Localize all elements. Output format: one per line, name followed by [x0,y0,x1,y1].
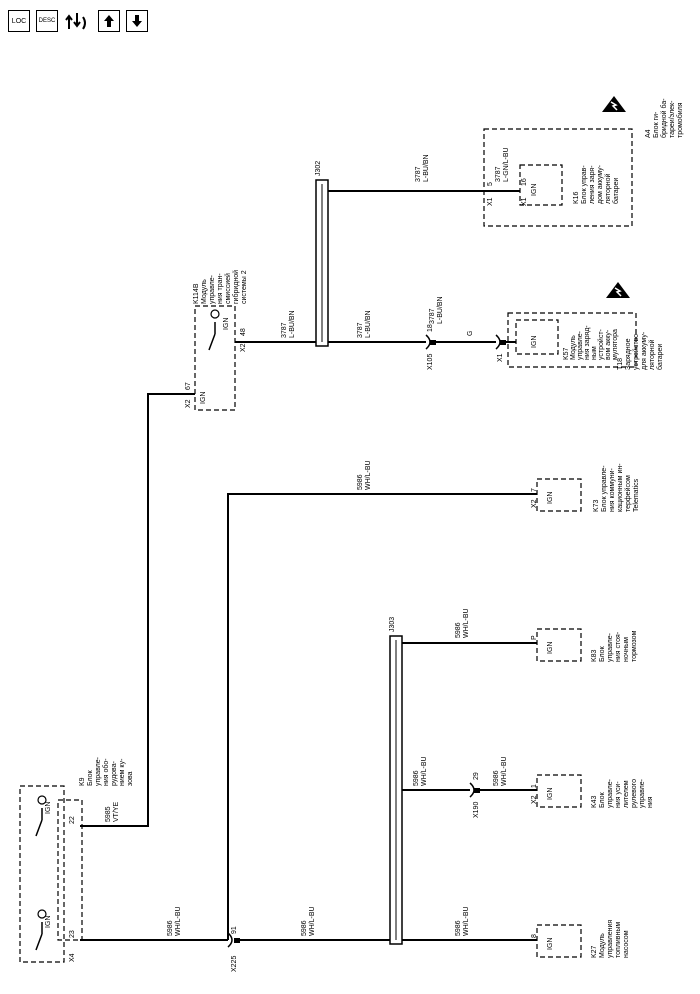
k114b-ign-1: IGN [223,318,230,330]
j303-label: J303 [389,617,396,632]
wire-label-5986-k27: 5986WH/L-BU [455,906,470,936]
wire-label-5986-k73: 5986WH/L-BU [357,460,372,490]
wire-label-3787-t18: 3787L-BU/BN [429,296,444,324]
k114b-label: K114B Модуль управле- ния тран- смиссией… [193,268,248,304]
k114b-x2-a: X2 [185,399,192,408]
toolbar: LOC DESC [8,6,148,36]
k27-box [536,924,582,958]
k43-pin-1: 1 [531,784,538,788]
k43-x2: X2 [531,795,538,804]
k9-ign-1: IGN [45,916,52,928]
k73-x2: X2 [531,499,538,508]
wire-5985 [80,393,195,827]
x105-pin-18: 18 [427,324,434,332]
arrow-down-icon[interactable] [126,10,148,32]
k9-ign-2: IGN [45,802,52,814]
wire-label-3787-k114b: 3787L-BU/BN [281,310,296,338]
x190-label: X190 [473,802,480,818]
desc-button-label: DESC [38,18,56,24]
loc-button-label: LOC [11,17,27,25]
k9-switch-1 [35,922,43,951]
a4-x1: X1 [487,197,494,206]
k43-box [536,774,582,808]
k73-pin-7: 7 [531,488,538,492]
power-icon-1 [37,909,47,919]
x190-connector [469,782,475,798]
k57-box [515,319,559,355]
x225-connector [227,932,233,948]
j302-label: J302 [315,161,322,176]
t18-label: T18 Зарядное устройство для аккуму- лято… [617,330,664,370]
k9-switch-2 [35,808,43,837]
high-voltage-icon-a4 [602,96,626,112]
k43-label: K43 Блок управле- ния уси- лителем рулев… [591,777,654,808]
wire-label-5986-k9: 5986WH/L-BU [167,906,182,936]
k9-label: K9 Блок управле- ния обо- рудова- нием к… [79,755,134,786]
k9-pin-23: 23 [69,930,76,938]
x105-connector [425,334,431,350]
k27-label: K27 Модуль управления топливным насосом [591,918,630,958]
wire-label-5986-k83: 5986WH/L-BU [455,608,470,638]
k16-x1: X1 [521,197,528,206]
wire-label-5986-x225: 5986WH/L-BU [301,906,316,936]
x1-label-t18: X1 [497,353,504,362]
x190-pin-29: 29 [473,772,480,780]
a4-pin-5: 5 [487,182,494,186]
k57-ign: IGN [531,336,538,348]
k114b-box [194,305,236,411]
wire-label-5986-x190: 5986WH/L-BU [413,756,428,786]
k73-ign: IGN [547,492,554,504]
high-voltage-icon-t18 [606,282,630,298]
wire-label-5986-k43: 5986WH/L-BU [493,756,508,786]
k9-pin-22: 22 [69,816,76,824]
k9-inner-box [57,799,83,941]
k27-pin-8: 8 [531,934,538,938]
k43-ign: IGN [547,788,554,800]
x1g-connector [495,334,501,350]
wire-label-3787-a4-inner: 3787L-GN/L-BU [495,147,510,182]
wire-5986-vertical [227,493,537,940]
pin-g-label: G [467,331,474,336]
power-icon-2 [37,795,47,805]
x225-pin-91: 91 [231,926,238,934]
k83-ign: IGN [547,642,554,654]
k57-label: K57 Модуль управле- ния заряд- ным устро… [563,323,619,360]
k83-box [536,628,582,662]
k9-x4: X4 [69,953,76,962]
k114b-pin-67: 67 [185,382,192,390]
a4-label: A4 Блок ги- бридной ба- тареи/элек- тром… [645,96,684,138]
loc-button[interactable]: LOC [8,10,30,32]
k114b-pin-48: 48 [240,328,247,336]
t18-box [507,312,637,368]
wire-label-3787-a4: 3787L-BU/BN [415,154,430,182]
desc-button[interactable]: DESC [36,10,58,32]
k9-box [19,785,65,963]
k83-pin-p: P [531,635,538,640]
k114b-x2-b: X2 [240,343,247,352]
k73-label: K73 Блок управле- ния коммуни- кационным… [593,461,640,512]
wire-label-3787-x105: 3787L-BU/BN [357,310,372,338]
k114b-switch [208,322,216,351]
k114b-ign-2: IGN [200,392,207,404]
x225-label: X225 [231,956,238,972]
k83-label: K83 Блок управле- ния стоя- ночным тормо… [591,630,638,662]
a4-box [483,128,633,227]
power-icon-3 [210,309,220,319]
wire-label-5985: 5985VT/YE [105,801,120,822]
k16-label: K16 Блок управ- ления заря- дом аккуму- … [573,163,620,204]
k16-box [519,164,563,206]
k27-ign: IGN [547,938,554,950]
k16-ign: IGN [531,184,538,196]
arrow-up-icon[interactable] [98,10,120,32]
k73-box [536,478,582,512]
signal-flow-icon[interactable] [64,10,92,32]
k16-pin-16: 16 [521,178,528,186]
x105-label: X105 [427,354,434,370]
